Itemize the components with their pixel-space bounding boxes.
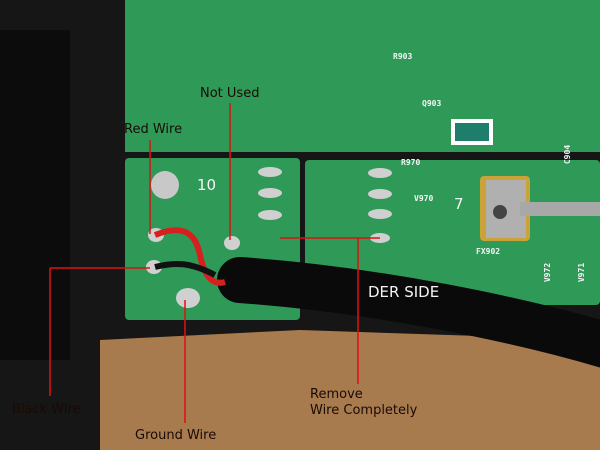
pcb-label-q903: Q903	[422, 99, 442, 108]
pcb-label-r903: R903	[393, 52, 413, 61]
label-black-wire: Black Wire	[12, 402, 81, 417]
pcb-label-c904: C904	[563, 144, 573, 165]
pcb-label-v972: V972	[543, 262, 553, 283]
label-ground-wire: Ground Wire	[135, 428, 217, 443]
black-wire	[154, 260, 217, 278]
pcb-label-10: 10	[197, 176, 217, 194]
main-pcb-top	[125, 0, 600, 152]
annotation-lines	[49, 103, 380, 423]
label-not-used: Not Used	[200, 86, 260, 101]
label-red-wire: Red Wire	[124, 122, 183, 137]
label-remove-wire-line2: Wire Completely	[310, 403, 418, 418]
red-wire	[153, 227, 226, 286]
pcb-label-v970: V970	[414, 194, 434, 203]
pcb-label-7: 7	[454, 195, 464, 213]
cable	[217, 257, 600, 368]
pcb-label-r970: R970	[401, 158, 421, 167]
pcb-label-v971: V971	[577, 262, 587, 283]
pcb-label-fx902: FX902	[476, 247, 501, 256]
label-remove-wire-line1: Remove	[310, 387, 363, 402]
black-frame	[0, 30, 70, 360]
pcb-label-side: DER SIDE	[368, 283, 440, 301]
